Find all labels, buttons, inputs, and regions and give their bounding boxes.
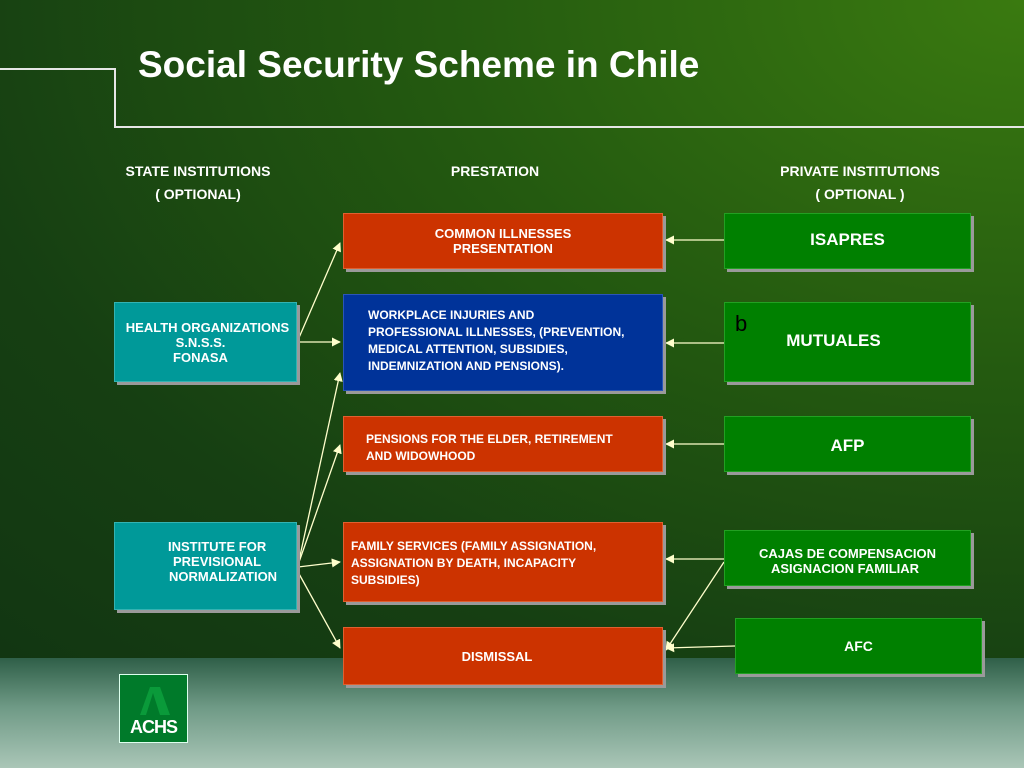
institute-line2: PREVISIONAL [173,554,262,569]
private-box-mutuales: MUTUALES [724,302,971,382]
dismissal-line1: DISMISSAL [461,649,533,664]
prestation-box-common-illnesses: COMMON ILLNESSES PRESENTATION [343,213,663,269]
private-box-afp: AFP [724,416,971,472]
pensions-line2: AND WIDOWHOOD [366,449,476,463]
header-prestation: PRESTATION [450,163,540,179]
institute-line3: NORMALIZATION [169,569,278,584]
workplace-line2: PROFESSIONAL ILLNESSES, (PREVENTION, [368,325,625,339]
arrow-health-to-common [297,242,341,341]
health-line2: S.N.S.S. [175,335,226,350]
state-box-institute: INSTITUTE FOR PREVISIONAL NORMALIZATION [114,522,297,610]
state-box-health-organizations: HEALTH ORGANIZATIONS S.N.S.S. FONASA [114,302,297,382]
mutuales-label: MUTUALES [786,331,881,350]
arrow-afc-to-dismissal [665,643,736,653]
header-private-line1: PRIVATE INSTITUTIONS [780,163,940,179]
workplace-line3: MEDICAL ATTENTION, SUBSIDIES, [368,342,568,356]
arrow-cajas-to-dismissal [665,561,725,651]
private-box-cajas: CAJAS DE COMPENSACION ASIGNACION FAMILIA… [724,530,971,586]
stray-mark: b [735,311,748,336]
common-line2: PRESENTATION [453,241,553,256]
arrow-institute-to-workplace [297,372,343,566]
arrow-institute-to-dismissal [297,571,341,649]
header-state-line2: ( OPTIONAL) [155,186,241,202]
cajas-line1: CAJAS DE COMPENSACION [759,546,936,561]
pensions-line1: PENSIONS FOR THE ELDER, RETIREMENT [366,432,613,446]
header-private-institutions: PRIVATE INSTITUTIONS ( OPTIONAL ) [740,160,980,206]
header-private-line2: ( OPTIONAL ) [815,186,905,202]
frame-line-top [0,68,116,70]
health-line1: HEALTH ORGANIZATIONS [125,320,290,335]
achs-logo-mark [140,687,170,715]
workplace-line1: WORKPLACE INJURIES AND [368,308,535,322]
achs-logo: ACHS [119,674,188,743]
common-line1: COMMON ILLNESSES [434,226,572,241]
cajas-line2: ASIGNACION FAMILIAR [770,561,920,576]
family-line2: ASSIGNATION BY DEATH, INCAPACITY [351,556,577,570]
afp-label: AFP [830,436,865,455]
workplace-line4: INDEMNIZATION AND PENSIONS). [368,359,565,373]
header-state-line1: STATE INSTITUTIONS [125,163,271,179]
prestation-box-pensions: PENSIONS FOR THE ELDER, RETIREMENT AND W… [343,416,663,472]
family-line3: SUBSIDIES) [351,573,420,587]
header-state-institutions: STATE INSTITUTIONS ( OPTIONAL) [88,160,308,206]
achs-logo-text: ACHS [129,717,178,737]
frame-line-vertical [114,68,116,128]
prestation-box-family-services: FAMILY SERVICES (FAMILY ASSIGNATION, ASS… [343,522,663,602]
isapres-label: ISAPRES [810,230,885,249]
arrow-institute-to-pensions [297,444,342,566]
institute-line1: INSTITUTE FOR [168,539,267,554]
slide-title: Social Security Scheme in Chile [138,44,700,85]
prestation-box-dismissal: DISMISSAL [343,627,663,685]
private-box-isapres: ISAPRES [724,213,971,269]
family-line1: FAMILY SERVICES (FAMILY ASSIGNATION, [351,539,597,553]
health-line3: FONASA [173,350,228,365]
afc-label: AFC [844,638,873,654]
arrow-institute-to-family [297,558,341,568]
private-box-afc: AFC [735,618,982,674]
prestation-box-workplace-injuries: WORKPLACE INJURIES AND PROFESSIONAL ILLN… [343,294,663,391]
frame-line-bottom [114,126,1024,128]
